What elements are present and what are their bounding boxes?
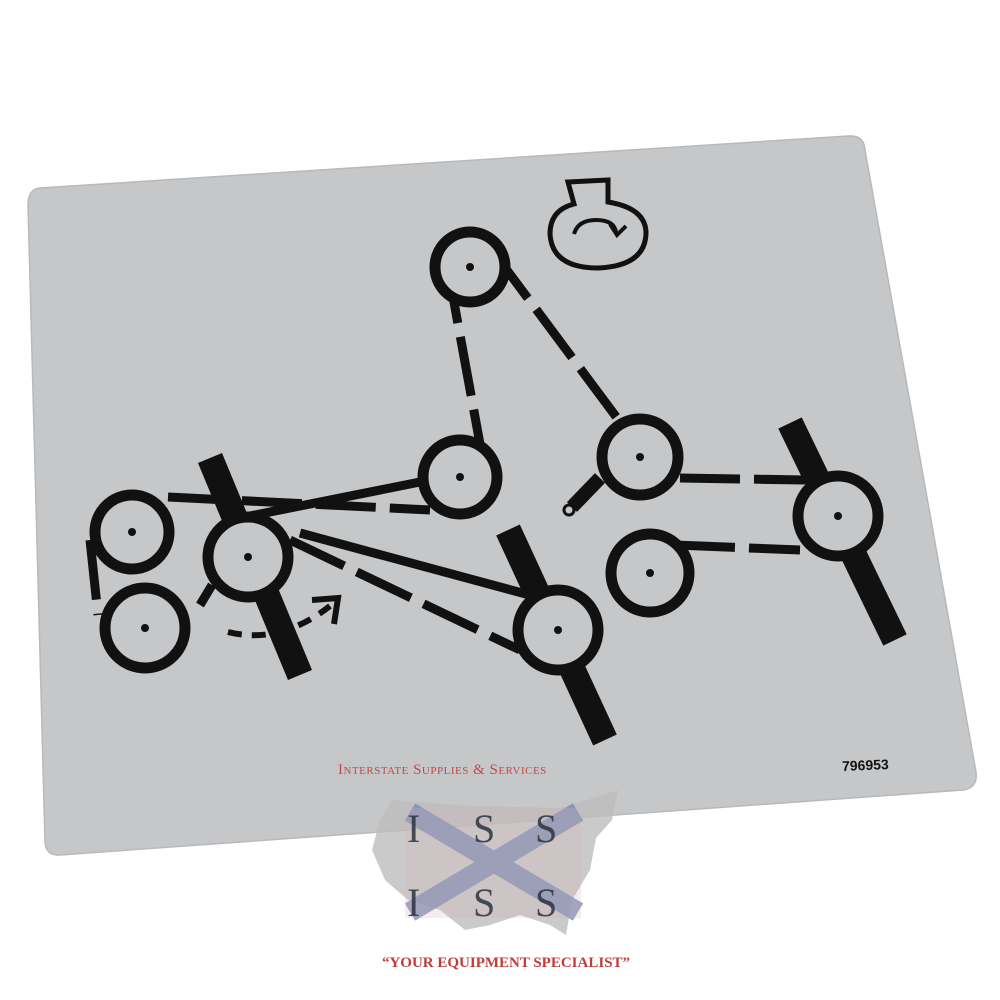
watermark-letter: S [535, 880, 558, 925]
cross-watermark [404, 803, 584, 921]
pulley-hubs [128, 263, 842, 634]
watermark-logo-letters: I S S I S S [395, 805, 595, 925]
decal-sheet [27, 135, 977, 856]
idler-arm [566, 473, 606, 512]
watermark-letter: I [407, 806, 421, 851]
belts [85, 247, 806, 655]
watermark-red-band [405, 808, 581, 918]
watermark-company-name: Interstate Supplies & Services [338, 762, 547, 778]
idler-arm-pivot [562, 503, 576, 517]
watermark-letter: S [473, 880, 496, 925]
part-number: 796953 [841, 755, 890, 775]
watermark-letter: I [407, 880, 421, 925]
engine-rotation-icon [547, 177, 649, 271]
watermark-slogan: “YOUR EQUIPMENT SPECIALIST” [381, 955, 631, 971]
watermark-letter: S [535, 806, 558, 851]
watermark-letter: S [473, 806, 496, 851]
rotation-arrow-icon [227, 594, 342, 639]
